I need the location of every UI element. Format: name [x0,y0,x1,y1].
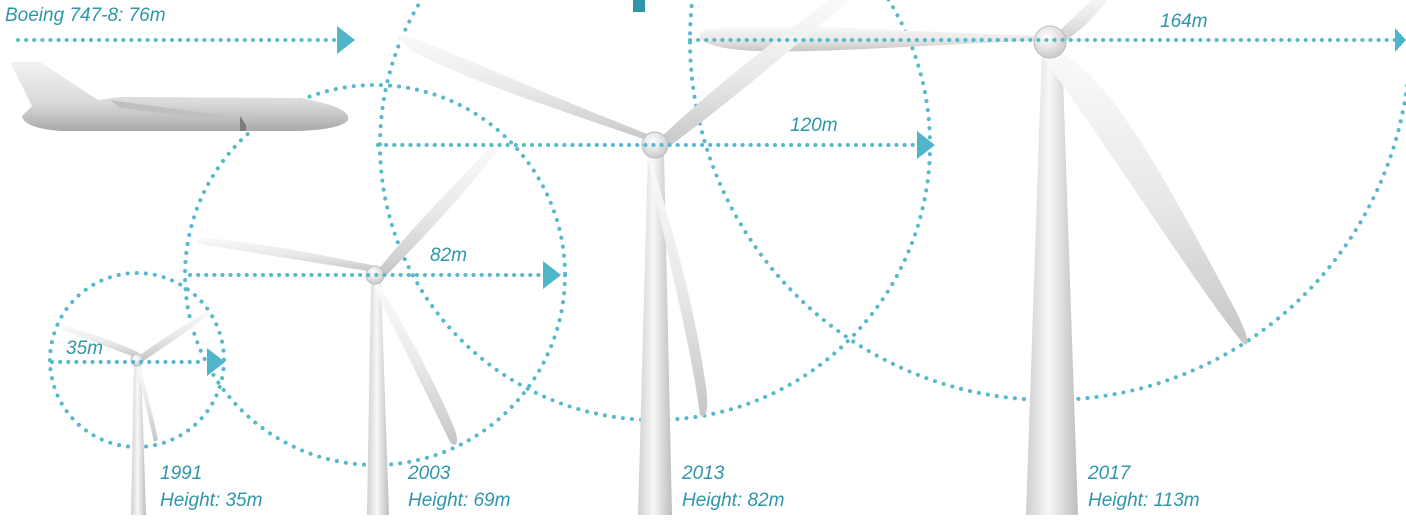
diameter-label-2013: 120m [790,115,838,136]
arrowhead-2017 [1395,28,1406,52]
year-label-2003: 2003 [408,463,451,484]
turbine-2003 [197,145,498,515]
arrowhead-2013 [917,131,935,159]
diameter-label-1991: 35m [66,338,103,359]
turbine-2017 [699,0,1248,515]
height-label-1991: Height: 35m [160,490,263,511]
diameter-label-2017: 164m [1160,11,1208,32]
turbine-1991 [62,310,210,515]
turbine-2013 [399,0,850,515]
boeing-747-label: Boeing 747-8: 76m [5,5,166,26]
height-label-2013: Height: 82m [682,490,785,511]
arrowhead-2003 [543,261,561,289]
height-label-2017: Height: 113m [1088,490,1200,511]
arrowhead-1991 [207,348,225,376]
height-label-2003: Height: 69m [408,490,511,511]
year-label-2013: 2013 [682,463,725,484]
title-fragment [633,0,645,12]
year-label-2017: 2017 [1088,463,1131,484]
year-label-1991: 1991 [160,463,203,484]
arrowhead-747 [337,26,355,54]
airplane-icon [10,62,349,131]
diameter-label-2003: 82m [430,245,467,266]
